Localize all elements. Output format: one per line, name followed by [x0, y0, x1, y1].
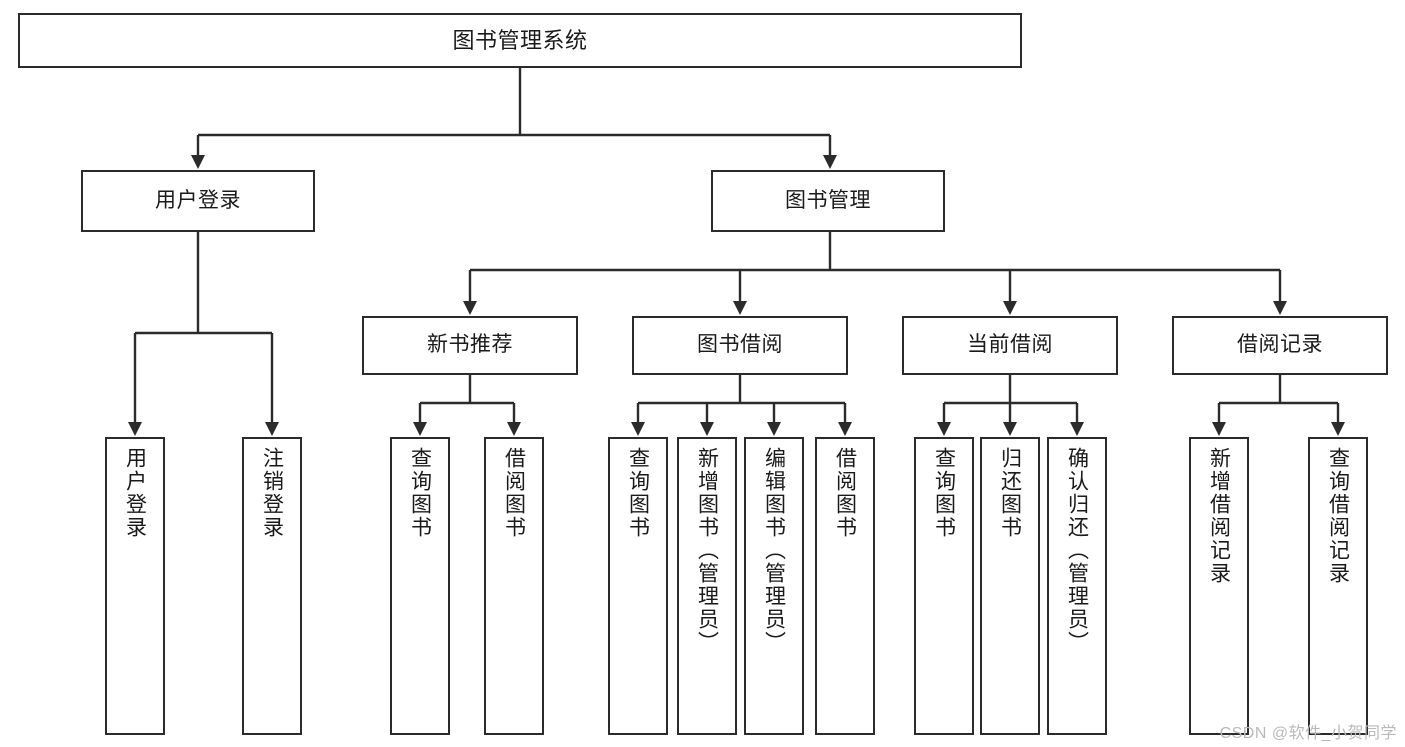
node-label: 查询图书 — [932, 447, 956, 539]
node-label: 查询借阅记录 — [1326, 447, 1350, 585]
node-borrow-record[interactable]: 借阅记录 — [1172, 316, 1388, 375]
node-leaf-query-book-3[interactable]: 查询图书 — [914, 437, 974, 735]
node-label: 当前借阅 — [967, 333, 1053, 357]
node-leaf-query-book-2[interactable]: 查询图书 — [608, 437, 668, 735]
node-label: 借阅图书 — [502, 447, 526, 539]
node-label: 新书推荐 — [427, 333, 513, 357]
node-label: 图书借阅 — [697, 333, 783, 357]
node-label: 新增图书（管理员） — [695, 447, 719, 654]
node-book-borrow[interactable]: 图书借阅 — [632, 316, 848, 375]
node-leaf-query-record[interactable]: 查询借阅记录 — [1308, 437, 1368, 735]
node-label: 用户登录 — [123, 447, 147, 539]
node-leaf-add-record[interactable]: 新增借阅记录 — [1189, 437, 1249, 735]
node-label: 新增借阅记录 — [1207, 447, 1231, 585]
node-leaf-add-book[interactable]: 新增图书（管理员） — [677, 437, 737, 735]
node-leaf-borrow-book-1[interactable]: 借阅图书 — [484, 437, 544, 735]
node-root-book-management-system[interactable]: 图书管理系统 — [18, 13, 1022, 68]
node-leaf-confirm-return[interactable]: 确认归还（管理员） — [1047, 437, 1107, 735]
node-label: 查询图书 — [626, 447, 650, 539]
node-leaf-logout-login[interactable]: 注销登录 — [242, 437, 302, 735]
node-label: 编辑图书（管理员） — [762, 447, 786, 654]
node-new-book-recommend[interactable]: 新书推荐 — [362, 316, 578, 375]
node-leaf-edit-book[interactable]: 编辑图书（管理员） — [744, 437, 804, 735]
node-leaf-user-login[interactable]: 用户登录 — [105, 437, 165, 735]
node-leaf-query-book-1[interactable]: 查询图书 — [390, 437, 450, 735]
node-current-borrow[interactable]: 当前借阅 — [902, 316, 1118, 375]
node-label: 借阅图书 — [833, 447, 857, 539]
node-leaf-borrow-book-2[interactable]: 借阅图书 — [815, 437, 875, 735]
node-label: 借阅记录 — [1237, 333, 1323, 357]
node-leaf-return-book[interactable]: 归还图书 — [980, 437, 1040, 735]
node-label: 确认归还（管理员） — [1065, 447, 1089, 654]
node-book-manage[interactable]: 图书管理 — [711, 170, 945, 232]
node-label: 用户登录 — [155, 188, 241, 212]
node-user-login[interactable]: 用户登录 — [81, 170, 315, 232]
node-label: 图书管理 — [785, 188, 871, 212]
node-label: 归还图书 — [998, 447, 1022, 539]
node-label: 查询图书 — [408, 447, 432, 539]
node-label: 图书管理系统 — [452, 27, 588, 53]
node-label: 注销登录 — [260, 447, 284, 539]
